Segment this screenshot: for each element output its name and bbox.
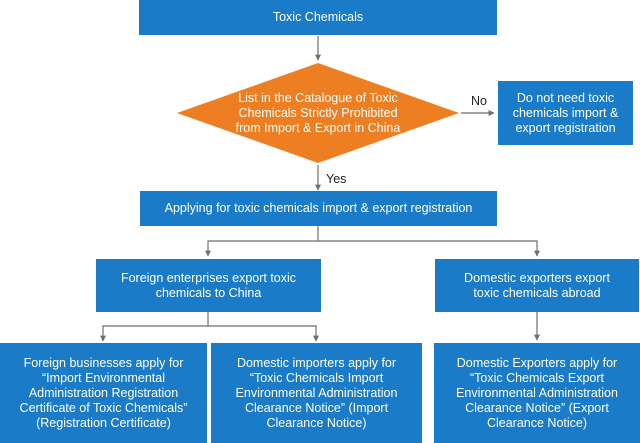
node-applying: Applying for toxic chemicals import & ex… (140, 191, 497, 226)
node-domestic-exporters-label: Domestic exporters export toxic chemical… (464, 270, 610, 300)
node-no-registration-label: Do not need toxic chemicals import & exp… (512, 90, 619, 135)
decision-label: List in the Catalogue of Toxic Chemicals… (233, 72, 403, 154)
node-domestic-importers-apply-label: Domestic importers apply for “Toxic Chem… (235, 355, 398, 430)
arrow-applying-split-right (318, 240, 540, 257)
node-toxic-chemicals: Toxic Chemicals (139, 0, 497, 35)
node-no-registration: Do not need toxic chemicals import & exp… (498, 81, 633, 145)
edge-label-yes: Yes (326, 172, 347, 186)
node-domestic-importers-apply: Domestic importers apply for “Toxic Chem… (211, 343, 422, 443)
decision-diamond (177, 63, 459, 163)
node-domestic-exporters: Domestic exporters export toxic chemical… (435, 259, 639, 312)
node-foreign-businesses-apply: Foreign businesses apply for “Import Env… (0, 343, 207, 443)
arrow-foreign-split-right (208, 325, 319, 342)
decision-text: List in the Catalogue of Toxic Chemicals… (235, 90, 401, 135)
node-foreign-businesses-apply-label: Foreign businesses apply for “Import Env… (19, 355, 188, 430)
node-foreign-enterprises-label: Foreign enterprises export toxic chemica… (120, 270, 297, 300)
edge-label-no: No (471, 94, 487, 108)
node-domestic-exporters-apply: Domestic Exporters apply for “Toxic Chem… (434, 343, 640, 443)
arrow-applying-split (205, 226, 319, 257)
node-domestic-exporters-apply-label: Domestic Exporters apply for “Toxic Chem… (456, 355, 618, 430)
node-foreign-enterprises: Foreign enterprises export toxic chemica… (96, 259, 321, 312)
node-applying-label: Applying for toxic chemicals import & ex… (164, 201, 473, 215)
arrow-foreign-split-left (100, 312, 209, 342)
node-toxic-chemicals-label: Toxic Chemicals (272, 10, 364, 24)
